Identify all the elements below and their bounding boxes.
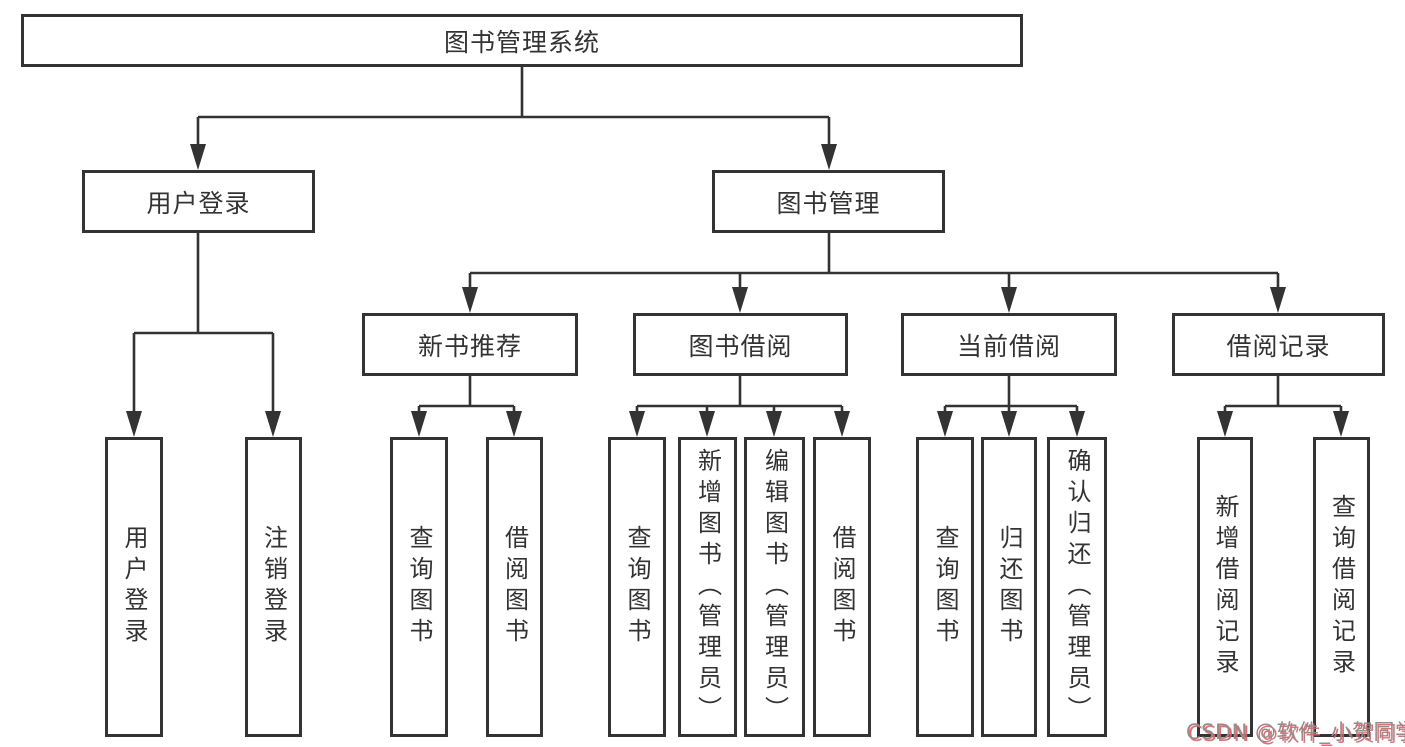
node-label: 图书借阅 [688,331,793,361]
arrowhead [1001,287,1017,313]
arrowhead [766,411,782,437]
arrowhead [1069,411,1085,437]
arrowhead [506,411,522,437]
leaf-label: 注销登录 [259,525,288,649]
node-label: 借阅记录 [1226,331,1331,361]
csdn-watermark: CSDN @软件_小贺同学 [1186,720,1405,744]
connector-root-to-level2 [196,67,831,150]
leaf-label: 查询借阅记录 [1327,494,1356,680]
node-book-borrowing: 图书借阅 [633,313,848,376]
node-label: 当前借阅 [956,331,1061,361]
leaf-label: 查询图书 [623,525,651,649]
arrowhead [1001,411,1017,437]
leaf-label: 新增借阅记录 [1211,494,1239,680]
node-label: 图书管理系统 [443,27,600,57]
node-label: 用户登录 [146,188,251,218]
leaf-borrow-books-2: 借阅图书 [813,437,871,737]
arrowhead [411,411,427,437]
leaf-user-login: 用户登录 [105,437,163,737]
arrowhead [265,411,281,437]
arrowhead [732,287,748,313]
arrowhead [821,144,837,170]
leaf-label: 新增图书（管理员） [693,447,722,727]
connector-bookmgmt-to-level3 [468,233,1280,293]
leaf-label: 编辑图书（管理员） [760,447,789,727]
connector-current-to-children [943,376,1079,416]
arrowhead [1333,411,1349,437]
leaf-query-books-3: 查询图书 [916,437,974,737]
leaf-label: 用户登录 [120,525,148,649]
leaf-label: 查询图书 [405,525,433,649]
leaf-label: 借阅图书 [828,525,856,649]
leaf-borrow-books-1: 借阅图书 [486,437,543,737]
leaf-query-books-2: 查询图书 [608,437,666,737]
leaf-logout: 注销登录 [245,437,302,737]
connector-borrowing-to-children [635,376,844,416]
node-borrowing-records: 借阅记录 [1172,313,1385,376]
arrowhead [1217,411,1233,437]
node-current-borrowing: 当前借阅 [901,313,1117,376]
leaf-label: 查询图书 [931,525,959,649]
arrowhead [937,411,953,437]
node-book-management-branch: 图书管理 [712,170,945,233]
arrowhead [462,287,478,313]
leaf-query-books-1: 查询图书 [390,437,448,737]
arrowhead [699,411,715,437]
connector-newbooks-to-children [417,376,516,416]
leaf-label: 归还图书 [995,525,1023,649]
leaf-add-borrow-record: 新增借阅记录 [1197,437,1253,737]
arrowhead [1270,287,1286,313]
arrowheads [126,144,1349,437]
leaf-query-borrow-record: 查询借阅记录 [1313,437,1370,737]
leaf-confirm-return-admin: 确认归还（管理员） [1047,437,1107,737]
leaf-label: 确认归还（管理员） [1063,447,1091,727]
leaf-label: 借阅图书 [500,525,529,649]
node-user-login-branch: 用户登录 [82,170,315,233]
connector-records-to-children [1223,376,1343,416]
leaf-edit-books-admin: 编辑图书（管理员） [744,437,805,737]
node-new-book-recommend: 新书推荐 [362,313,578,376]
node-library-management-system: 图书管理系统 [21,14,1023,67]
arrowhead [190,144,206,170]
arrowhead [834,411,850,437]
arrowhead [629,411,645,437]
leaf-add-books-admin: 新增图书（管理员） [678,437,737,737]
leaf-return-books: 归还图书 [981,437,1037,737]
arrowhead [126,411,142,437]
connector-userlogin-to-children [132,233,275,415]
node-label: 图书管理 [776,188,881,218]
node-label: 新书推荐 [417,331,522,361]
